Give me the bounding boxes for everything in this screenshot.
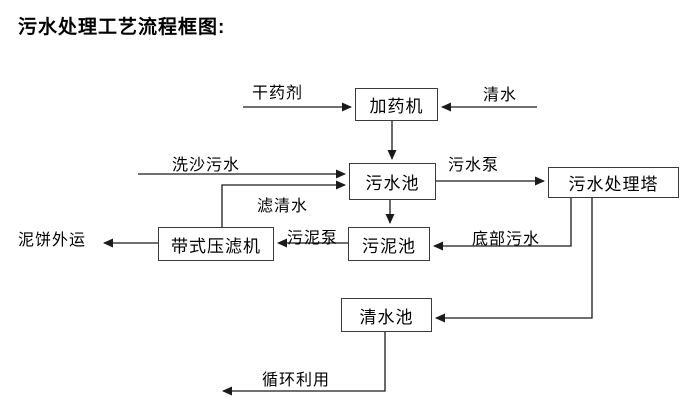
edge-label-sludge-pump: 污泥泵 <box>287 230 339 247</box>
node-clean-water-pool-label: 清水池 <box>359 307 414 327</box>
edge-bottom-sewage-to-sludge-pool <box>433 198 572 251</box>
node-belt-filter-press: 带式压滤机 <box>158 227 274 261</box>
edge-label-bottom-sewage: 底部污水 <box>472 231 541 248</box>
edge-label-filtered-water: 滤清水 <box>257 198 309 215</box>
node-dosing-machine: 加药机 <box>355 88 438 121</box>
edge-label-sewage-pump: 污水泵 <box>448 157 500 174</box>
edge-tower-to-clean-water-pool <box>435 198 593 323</box>
edge-filtered-water-to-sewage-pool <box>221 180 346 229</box>
page-title: 污水处理工艺流程框图: <box>18 17 226 38</box>
edge-label-sand-wash-sewage: 洗沙污水 <box>172 157 241 174</box>
edge-clean-water-pool-to-recycle <box>222 332 386 396</box>
node-sewage-pool: 污水池 <box>349 163 436 200</box>
edge-label-mud-cake-out: 泥饼外运 <box>18 232 87 249</box>
node-sludge-pool-label: 污泥池 <box>362 236 416 256</box>
node-sewage-pool-label: 污水池 <box>365 174 420 193</box>
node-dosing-machine-label: 加药机 <box>369 97 424 116</box>
edge-label-recycle-use: 循环利用 <box>262 372 331 389</box>
node-belt-filter-press-label: 带式压滤机 <box>171 236 261 256</box>
node-treatment-tower: 污水处理塔 <box>548 167 679 198</box>
edge-label-dry-chemical: 干药剂 <box>252 85 304 102</box>
node-sludge-pool: 污泥池 <box>348 227 430 261</box>
node-clean-water-pool: 清水池 <box>341 298 432 332</box>
edge-label-clean-water: 清水 <box>483 87 518 104</box>
node-treatment-tower-label: 污水处理塔 <box>568 175 659 194</box>
